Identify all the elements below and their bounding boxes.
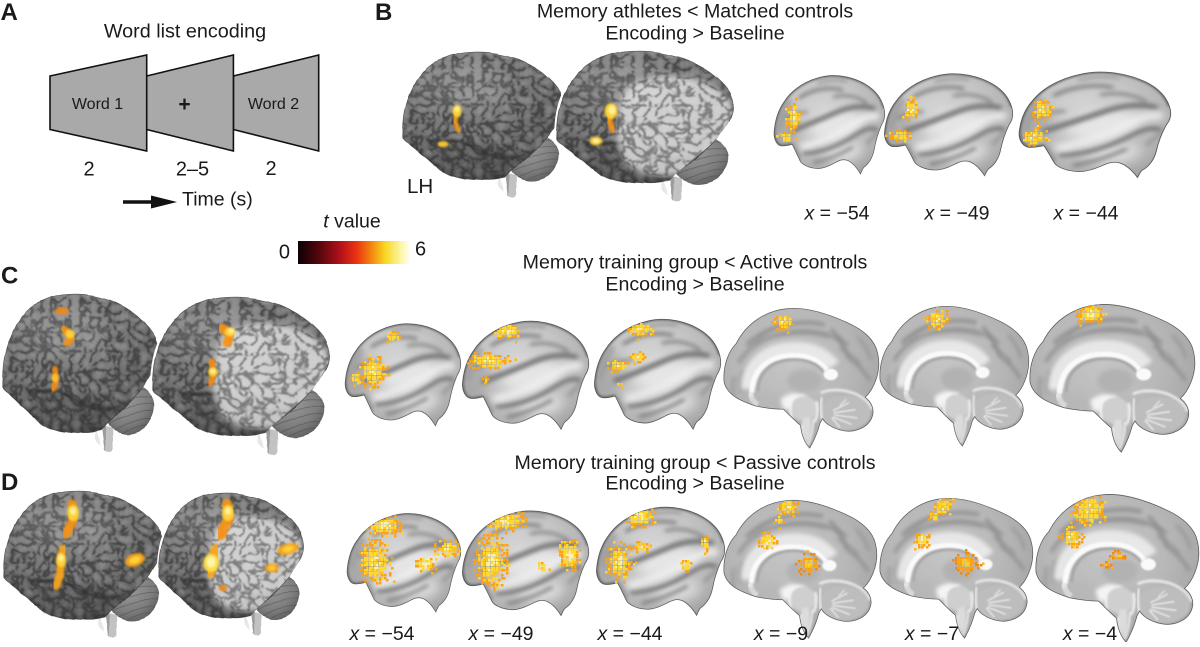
svg-text:0: 0 [279, 242, 290, 264]
svg-text:t value: t value [323, 211, 380, 233]
svg-text:6: 6 [415, 239, 426, 261]
svg-text:Word list encoding: Word list encoding [104, 21, 266, 43]
svg-text:Memory athletes < Matched cont: Memory athletes < Matched controls [537, 1, 854, 23]
svg-text:Encoding > Baseline: Encoding > Baseline [605, 23, 784, 45]
svg-text:x = −9: x = −9 [753, 623, 808, 642]
svg-text:C: C [1, 263, 18, 290]
svg-text:A: A [1, 0, 18, 26]
svg-text:x = −54: x = −54 [348, 623, 414, 642]
svg-text:x = −44: x = −44 [1052, 203, 1118, 225]
svg-text:Memory training group < Passiv: Memory training group < Passive controls [514, 452, 875, 474]
svg-text:2–5: 2–5 [176, 159, 209, 181]
svg-text:D: D [1, 469, 18, 496]
svg-text:Time (s): Time (s) [182, 189, 253, 211]
svg-text:B: B [375, 0, 392, 26]
svg-text:Word 1: Word 1 [72, 96, 123, 113]
svg-text:x = −4: x = −4 [1062, 623, 1117, 642]
svg-text:x = −44: x = −44 [596, 623, 662, 642]
svg-text:x = −7: x = −7 [904, 623, 959, 642]
svg-text:x = −54: x = −54 [803, 203, 869, 225]
svg-text:Memory training group < Active: Memory training group < Active controls [523, 252, 868, 274]
svg-text:Word 2: Word 2 [248, 96, 299, 113]
svg-text:x = −49: x = −49 [467, 623, 533, 642]
svg-text:+: + [178, 93, 190, 116]
svg-text:2: 2 [83, 159, 94, 181]
svg-text:2: 2 [265, 158, 276, 180]
svg-text:Encoding > Baseline: Encoding > Baseline [605, 274, 784, 296]
svg-text:x = −49: x = −49 [923, 203, 989, 225]
svg-text:Encoding > Baseline: Encoding > Baseline [605, 473, 784, 495]
svg-text:LH: LH [407, 175, 433, 198]
